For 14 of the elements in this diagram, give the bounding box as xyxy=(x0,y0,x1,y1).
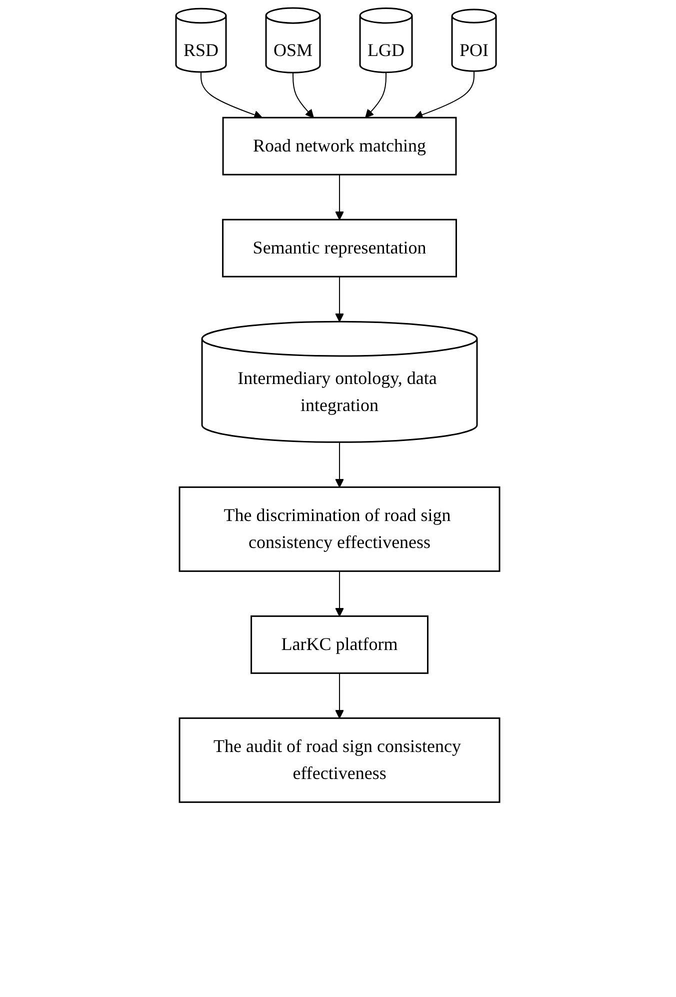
arrow xyxy=(335,570,344,617)
arrow xyxy=(292,72,314,118)
arrow xyxy=(335,174,344,220)
arrow xyxy=(365,72,387,118)
arrow xyxy=(335,442,344,488)
arrow xyxy=(414,70,475,119)
arrow xyxy=(200,72,263,120)
node-box: The audit of road sign consistency effectiveness xyxy=(179,717,500,803)
arrow xyxy=(335,276,344,322)
node-box: The discrimination of road sign consistency effectiveness xyxy=(179,486,500,572)
node-box: Road network matching xyxy=(222,116,457,176)
node-box: LarKC platform xyxy=(250,615,429,674)
node-box: Semantic representation xyxy=(222,218,458,278)
arrow xyxy=(335,672,344,719)
